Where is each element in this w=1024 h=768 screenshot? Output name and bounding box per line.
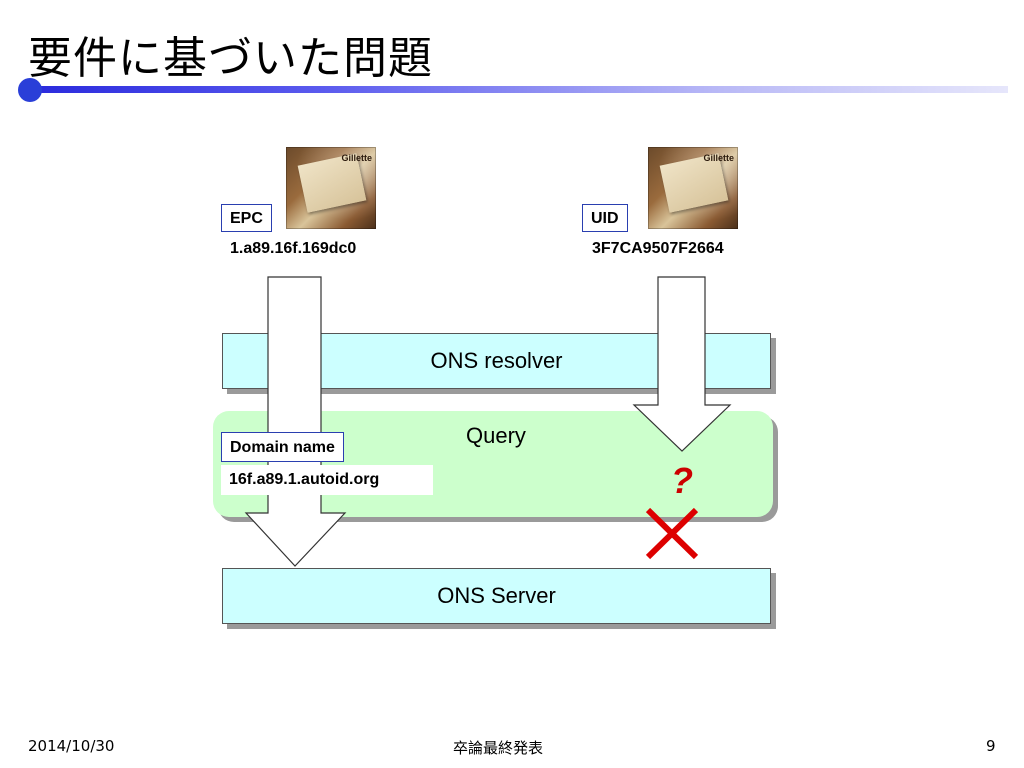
epc-flow-arrow — [244, 276, 347, 567]
domain-name-label-box: Domain name — [221, 432, 344, 462]
epc-label: EPC — [230, 210, 263, 227]
domain-name-value: 16f.a89.1.autoid.org — [221, 465, 433, 495]
footer-date: 2014/10/30 — [28, 737, 115, 755]
ons-server-box: ONS Server — [222, 568, 771, 624]
uid-label: UID — [591, 210, 619, 227]
epc-label-box: EPC — [221, 204, 272, 232]
domain-name-text: 16f.a89.1.autoid.org — [229, 471, 380, 488]
epc-value: 1.a89.16f.169dc0 — [230, 240, 357, 257]
slide-title: 要件に基づいた問題 — [28, 33, 433, 84]
query-label: Query — [466, 423, 526, 448]
title-underline — [30, 86, 1008, 93]
uid-flow-arrow — [632, 276, 732, 452]
uid-label-box: UID — [582, 204, 628, 232]
uid-value: 3F7CA9507F2664 — [592, 240, 724, 257]
footer-title: 卒論最終発表 — [453, 739, 544, 757]
title-bullet-dot — [18, 78, 42, 102]
domain-name-label: Domain name — [230, 439, 335, 456]
rfid-tag-image-epc: Gillette — [286, 147, 376, 229]
footer-page-number: 9 — [986, 737, 996, 755]
ons-resolver-label: ONS resolver — [430, 348, 563, 373]
unknown-question-mark: ? — [671, 460, 693, 501]
failure-x-icon — [645, 507, 699, 560]
ons-server-label: ONS Server — [437, 583, 556, 608]
rfid-tag-image-uid: Gillette — [648, 147, 738, 229]
